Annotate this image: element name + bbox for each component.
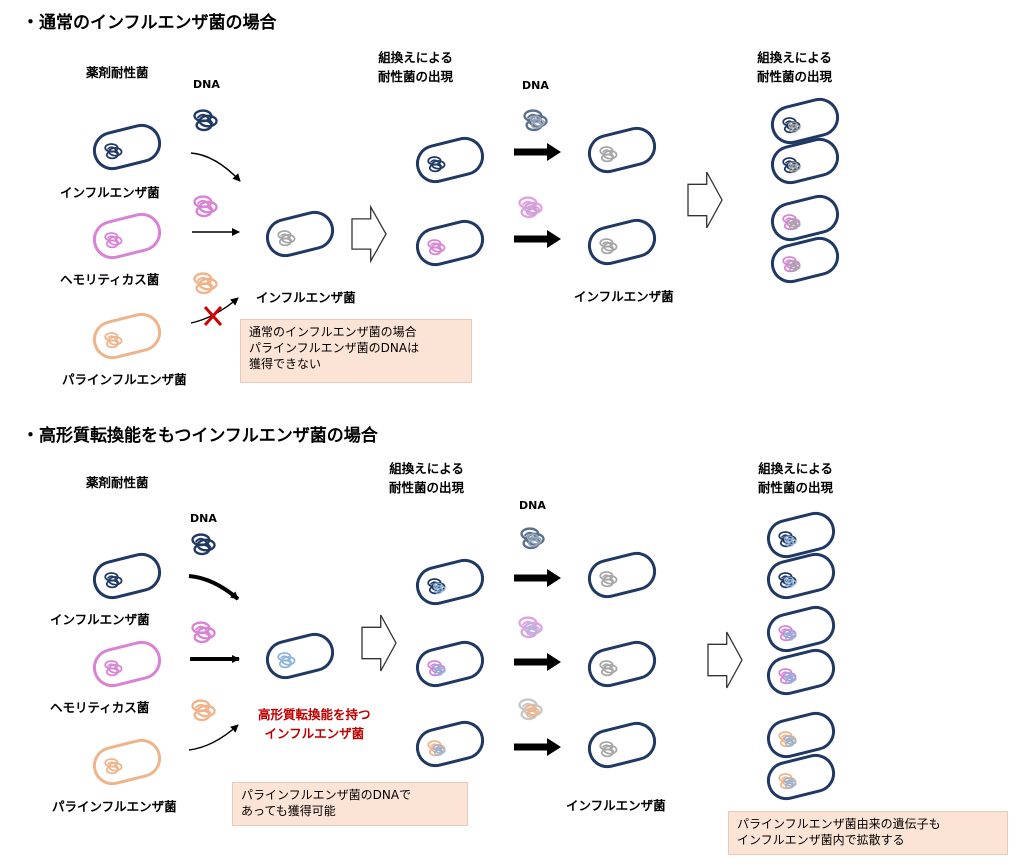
bottom-block-arrow-2 (707, 631, 743, 689)
top-intermediate-bacterium-1 (415, 136, 485, 184)
bottom-center-bacteria-label: 高形質転換能を持つインフルエンザ菌 (258, 707, 371, 741)
top-influenza-bacterium (92, 123, 162, 171)
top-parainfluenza-label: パラインフルエンザ菌 (62, 372, 187, 387)
bottom-note-box-2: パラインフルエンザ菌由来の遺伝子もインフルエンザ菌内で拡散する (728, 811, 1008, 855)
blocked-cross-icon (203, 306, 223, 326)
bottom-arrow-influenza (188, 574, 240, 601)
bottom-result-bacterium-4 (766, 648, 836, 696)
top-recipient-bacterium-1 (587, 126, 657, 174)
top-free-dna-2-hemolyticus (518, 196, 543, 219)
top-influenza-label: インフルエンザ菌 (60, 185, 160, 200)
bottom-hemolyticus-label: ヘモリティカス菌 (50, 700, 150, 715)
bottom-intermediate-bacterium-3 (415, 720, 485, 768)
bottom-intermediate-bacterium-2 (415, 640, 485, 688)
bottom-dna-label-1: DNA (190, 512, 217, 525)
bottom-center-bacterium (265, 632, 335, 680)
bottom-recipient-bacterium-2 (587, 640, 657, 688)
bottom-free-dna-2-hemolyticus (518, 616, 543, 639)
bottom-hemolyticus-bacterium (92, 640, 162, 688)
bottom-free-dna-hemolyticus (191, 621, 216, 644)
bottom-result-bacteria-label: インフルエンザ菌 (566, 798, 666, 813)
top-recombination-label-1: 組換えによる耐性菌の出現 (378, 50, 454, 84)
bottom-note-box-1: パラインフルエンザ菌のDNAであっても獲得可能 (232, 782, 468, 826)
bottom-parainfluenza-bacterium (92, 738, 162, 786)
top-recombination-label-2: 組換えによる耐性菌の出現 (757, 50, 833, 84)
bottom-result-bacterium-1 (766, 511, 836, 559)
top-section-heading: ・通常のインフルエンザ菌の場合 (22, 13, 277, 33)
top-block-arrow-2 (687, 171, 723, 229)
top-parainfluenza-bacterium (92, 312, 162, 360)
top-drug-resistant-label: 薬剤耐性菌 (86, 65, 149, 80)
top-intermediate-bacterium-2 (415, 219, 485, 267)
top-arrow-influenza (190, 152, 241, 182)
bottom-result-bacterium-2 (766, 552, 836, 600)
bottom-result-bacterium-5 (766, 711, 836, 759)
top-hemolyticus-bacterium (92, 212, 162, 260)
top-recipient-bacterium-2 (587, 218, 657, 266)
bottom-free-dna-2-parainfluenza (518, 698, 543, 721)
bottom-bold-arrow-2 (514, 653, 561, 671)
bottom-drug-resistant-label: 薬剤耐性菌 (86, 475, 149, 490)
bottom-result-bacterium-6 (766, 753, 836, 801)
top-free-dna-influenza (193, 109, 218, 132)
bottom-recipient-bacterium-1 (587, 551, 657, 599)
top-center-bacteria-label: インフルエンザ菌 (256, 290, 356, 305)
top-dna-label-2: DNA (522, 79, 549, 92)
bottom-intermediate-bacterium-1 (415, 558, 485, 606)
top-result-bacterium-4 (770, 236, 840, 284)
top-dna-label-1: DNA (193, 78, 220, 91)
bottom-result-bacterium-3 (766, 605, 836, 653)
top-hemolyticus-label: ヘモリティカス菌 (60, 272, 160, 287)
top-free-dna-hemolyticus (193, 195, 218, 218)
bottom-free-dna-parainfluenza (191, 699, 216, 722)
top-center-bacterium (265, 210, 335, 258)
top-free-dna-2-influenza (523, 109, 548, 132)
bottom-influenza-bacterium (92, 552, 162, 600)
bottom-parainfluenza-label: パラインフルエンザ菌 (52, 799, 177, 814)
bottom-influenza-label: インフルエンザ菌 (50, 612, 150, 627)
bottom-free-dna-influenza (191, 533, 216, 556)
top-bold-arrow-2 (514, 230, 561, 248)
bottom-section-heading: ・高形質転換能をもつインフルエンザ菌の場合 (22, 426, 378, 446)
bottom-bold-arrow-3 (514, 738, 561, 756)
top-free-dna-parainfluenza (193, 272, 218, 295)
top-result-bacterium-3 (770, 194, 840, 242)
top-result-bacterium-2 (770, 137, 840, 185)
bottom-recombination-label-1: 組換えによる耐性菌の出現 (389, 461, 465, 495)
top-block-arrow-1 (351, 204, 387, 264)
bottom-arrow-parainfluenza (188, 724, 239, 751)
bottom-dna-label-2: DNA (519, 499, 546, 512)
top-note-box: 通常のインフルエンザ菌の場合パラインフルエンザ菌のDNAは獲得できない (240, 319, 472, 383)
bottom-free-dna-2-influenza (520, 527, 545, 550)
bottom-block-arrow-1 (361, 614, 397, 672)
top-bold-arrow-1 (514, 143, 561, 161)
bottom-bold-arrow-1 (514, 569, 561, 587)
bottom-recombination-label-2: 組換えによる耐性菌の出現 (758, 461, 834, 495)
top-result-bacterium-1 (770, 97, 840, 145)
top-result-bacteria-label: インフルエンザ菌 (574, 289, 674, 304)
bottom-recipient-bacterium-3 (587, 721, 657, 769)
